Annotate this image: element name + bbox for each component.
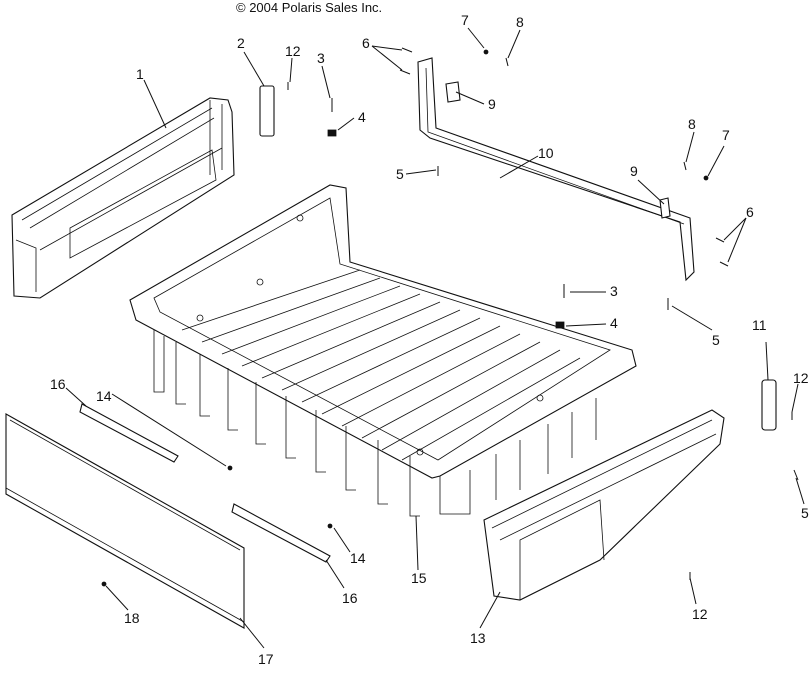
callout-7-lower: 7 (722, 127, 730, 143)
callout-12-right: 12 (793, 370, 809, 386)
callout-9-upper: 9 (488, 96, 496, 112)
corner-trim-left (259, 85, 275, 137)
nut-4-lower (555, 321, 565, 329)
corner-trim-right (761, 379, 777, 431)
tailgate (5, 413, 245, 629)
screw-6-b (399, 69, 411, 75)
right-side-panel (483, 409, 725, 601)
callout-9-lower: 9 (630, 163, 638, 179)
callout-1: 1 (136, 66, 144, 82)
washer-7-lower (703, 175, 709, 181)
bracket-lower (659, 197, 671, 219)
callout-10: 10 (538, 145, 554, 161)
callout-2: 2 (237, 35, 245, 51)
callout-labels: 1 2 12 3 4 6 7 8 9 10 5 8 7 9 6 3 4 5 11… (50, 12, 809, 667)
callout-4-lower: 4 (610, 315, 618, 331)
washer-7-upper (483, 49, 489, 55)
callout-8-upper: 8 (516, 14, 524, 30)
callout-3-upper: 3 (317, 50, 325, 66)
callout-17: 17 (258, 651, 274, 667)
screw-6-c (715, 237, 725, 243)
callout-5-right: 5 (801, 505, 809, 521)
callout-7-upper: 7 (461, 12, 469, 28)
left-side-panel (11, 97, 235, 299)
callout-15: 15 (411, 570, 427, 586)
callout-5-upper: 5 (396, 166, 404, 182)
screw-18 (101, 581, 107, 587)
decal-strip-lower (231, 503, 331, 563)
callout-4-upper: 4 (358, 109, 366, 125)
callout-16-lower: 16 (342, 590, 358, 606)
callout-11: 11 (752, 317, 767, 333)
cargo-box-tub (129, 184, 637, 517)
screw-14-upper (227, 465, 233, 471)
callout-14-lower: 14 (350, 550, 366, 566)
hardware (101, 47, 799, 587)
nut-4-upper (327, 129, 337, 137)
callout-5-middle: 5 (712, 332, 720, 348)
callout-12-upper: 12 (285, 43, 301, 59)
callout-8-lower: 8 (688, 116, 696, 132)
screw-8-upper (505, 57, 509, 67)
copyright-text: © 2004 Polaris Sales Inc. (236, 0, 382, 15)
screw-6-d (719, 261, 729, 267)
callout-6-upper: 6 (362, 35, 370, 51)
screw-8-lower (683, 161, 687, 171)
rear-rail (417, 57, 695, 282)
callout-14-upper: 14 (96, 388, 112, 404)
callout-16-upper: 16 (50, 376, 66, 392)
bracket-upper (445, 81, 461, 103)
callout-13: 13 (470, 630, 486, 646)
callout-6-lower: 6 (746, 204, 754, 220)
screw-6-a (401, 47, 413, 53)
bolt-5-c (793, 469, 799, 481)
leader-lines (65, 27, 805, 649)
callout-12-lower: 12 (692, 606, 708, 622)
callout-3-lower: 3 (610, 283, 618, 299)
callout-18: 18 (124, 610, 140, 626)
decal-strip-upper (79, 403, 179, 463)
screw-14-lower (327, 523, 333, 529)
